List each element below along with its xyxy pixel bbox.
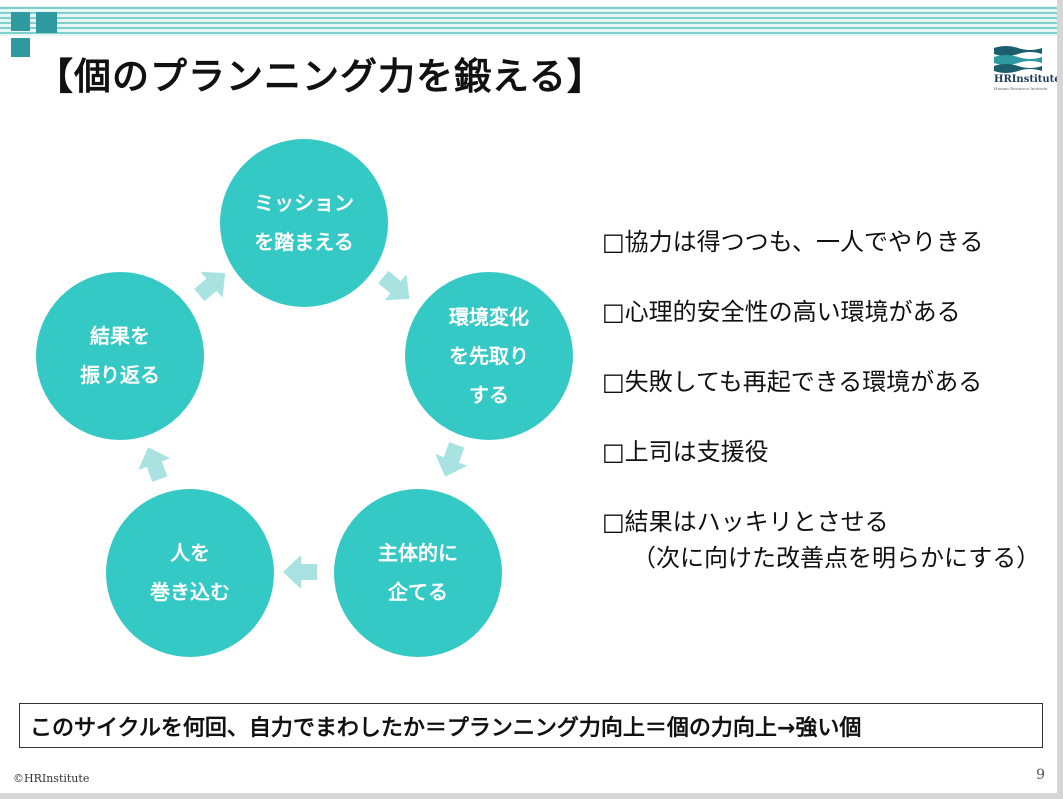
cycle-step-text: 環境変化	[449, 304, 529, 329]
checklist-item: □結果はハッキリとさせる （次に向けた改善点を明らかにする）	[602, 504, 1040, 574]
hrinstitute-logo	[994, 46, 1042, 73]
cycle-step-mission: ミッション を踏まえる	[220, 139, 388, 307]
checklist-item-text: □心理的安全性の高い環境がある	[602, 298, 961, 326]
cycle-step-text: 振り返る	[80, 363, 160, 387]
checklist-item: □協力は得つつも、一人でやりきる	[602, 224, 1040, 294]
cycle-step-text: する	[469, 382, 509, 407]
deco-square	[11, 12, 30, 31]
cycle-arrow	[435, 442, 468, 477]
checklist-item: □失敗しても再起できる環境がある	[602, 364, 1040, 434]
cycle-step-text: 結果を	[90, 324, 150, 348]
cycle-step-reflect: 結果を 振り返る	[36, 272, 204, 440]
logo-subtitle: Human Resource Institute	[994, 86, 1048, 91]
checklist-item-text: □失敗しても再起できる環境がある	[602, 368, 983, 396]
cycle-step-plan: 主体的に 企てる	[334, 489, 502, 657]
cycle-step-text: ミッション	[254, 191, 354, 215]
logo-text: HRInstitute	[994, 74, 1057, 85]
summary-text: このサイクルを何回、自力でまわしたか＝プランニング力向上＝個の力向上→強い個	[30, 715, 862, 741]
cycle-step-environment: 環境変化 を先取り する	[405, 272, 573, 440]
cycle-arrow	[194, 271, 226, 302]
page-title: 【個のプランニング力を鍛える】	[36, 55, 605, 98]
cycle-step-text: 企てる	[388, 580, 448, 604]
summary-box: このサイクルを何回、自力でまわしたか＝プランニング力向上＝個の力向上→強い個	[19, 703, 1043, 748]
deco-square	[36, 12, 55, 31]
page-number: 9	[1036, 767, 1045, 783]
checklist-item: □心理的安全性の高い環境がある	[602, 294, 1040, 364]
deco-square-outline	[36, 12, 57, 33]
cycle-step-text: を先取り	[449, 343, 529, 368]
cycle-step-text: 主体的に	[378, 541, 458, 565]
header-stripes	[0, 6, 1057, 36]
deco-square	[11, 38, 30, 57]
cycle-step-text: を踏まえる	[254, 230, 354, 254]
copyright: ©HRInstitute	[13, 772, 90, 785]
checklist-item-text: □結果はハッキリとさせる	[602, 508, 889, 536]
checklist-item-text: □協力は得つつも、一人でやりきる	[602, 228, 984, 256]
cycle-arrow	[138, 447, 171, 482]
cycle-step-text: 巻き込む	[150, 580, 230, 604]
checklist-item-subtext: （次に向けた改善点を明らかにする）	[632, 544, 1041, 572]
cycle-step-involve: 人を 巻き込む	[106, 489, 274, 657]
cycle-arrow	[283, 555, 317, 589]
checklist: □協力は得つつも、一人でやりきる □心理的安全性の高い環境がある □失敗しても再…	[602, 224, 1040, 574]
checklist-item-text: □上司は支援役	[602, 438, 769, 466]
cycle-arrow	[378, 270, 410, 301]
checklist-item: □上司は支援役	[602, 434, 1040, 504]
cycle-step-text: 人を	[170, 541, 210, 565]
